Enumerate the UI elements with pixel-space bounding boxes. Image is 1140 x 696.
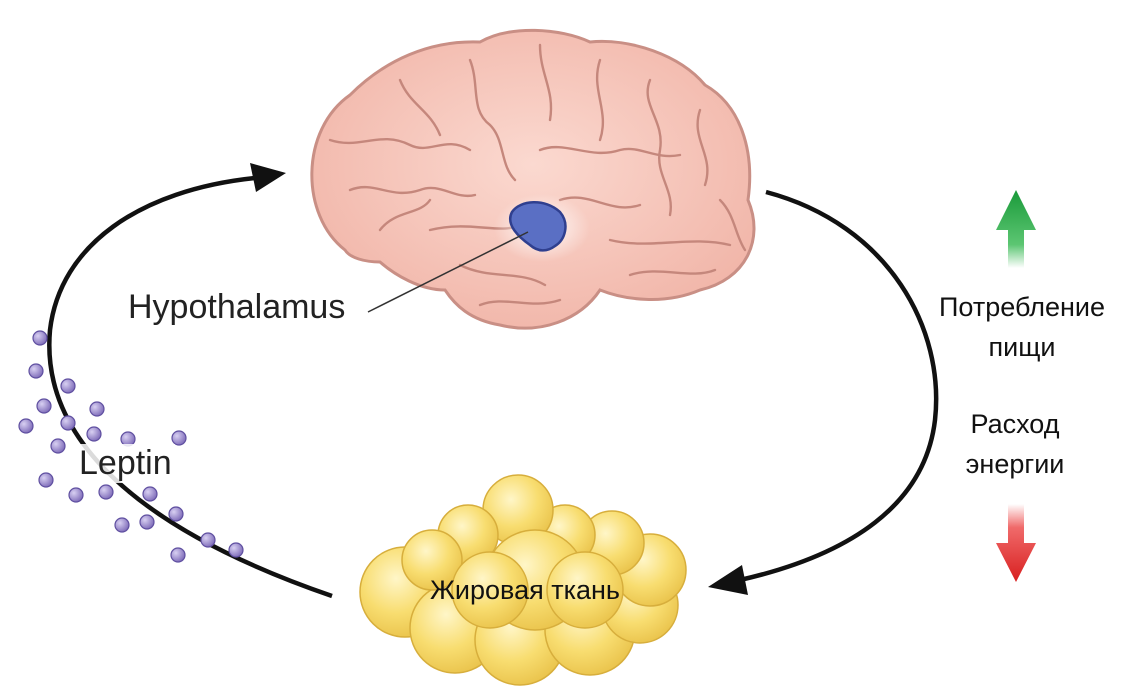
leptin-molecule-icon xyxy=(60,415,76,431)
leptin-molecule-icon xyxy=(170,547,186,563)
leptin-molecule-icon xyxy=(28,363,44,379)
hypothalamus-label: Hypothalamus xyxy=(128,288,346,326)
food-intake-line2: пищи xyxy=(988,332,1056,362)
leptin-molecule-icon xyxy=(32,330,48,346)
leptin-molecule-icon xyxy=(142,486,158,502)
fat-cells-icon xyxy=(359,474,687,686)
energy-expenditure-line2: энергии xyxy=(965,449,1065,479)
brain-icon xyxy=(310,28,756,330)
leptin-molecule-icon xyxy=(171,430,187,446)
hypothalamus-icon xyxy=(509,201,567,252)
arrowhead-up-icon xyxy=(250,163,286,192)
food-intake-line1: Потребление xyxy=(939,292,1105,322)
leptin-molecule-icon xyxy=(114,517,130,533)
brain-to-fat-arrow xyxy=(739,189,939,583)
leptin-molecule-icon xyxy=(200,532,216,548)
hypothalamus-pointer xyxy=(367,231,529,313)
leptin-molecule-icon xyxy=(38,472,54,488)
leptin-label: Leptin xyxy=(76,444,175,483)
leptin-molecule-icon xyxy=(168,506,184,522)
leptin-molecule-icon xyxy=(36,398,52,414)
leptin-molecule-icon xyxy=(68,487,84,503)
leptin-molecule-icon xyxy=(228,542,244,558)
leptin-molecule-icon xyxy=(86,426,102,442)
energy-expenditure-line1: Расход xyxy=(970,409,1060,439)
leptin-molecule-icon xyxy=(89,401,105,417)
leptin-molecule-icon xyxy=(50,438,66,454)
leptin-molecules xyxy=(18,330,244,563)
adipose-tissue-label: Жировая ткань xyxy=(430,575,620,605)
leptin-molecule-icon xyxy=(139,514,155,530)
leptin-molecule-icon xyxy=(18,418,34,434)
arrowhead-down-icon xyxy=(708,565,748,595)
cycle-arrows xyxy=(47,175,939,599)
up-arrow-icon xyxy=(996,190,1036,268)
down-arrow-icon xyxy=(996,504,1036,582)
energy-expenditure-label: Расход энергии xyxy=(925,404,1105,484)
leptin-to-brain-arrow xyxy=(47,175,333,599)
leptin-molecule-icon xyxy=(98,484,114,500)
leptin-molecule-icon xyxy=(60,378,76,394)
food-intake-label: Потребление пищи xyxy=(932,287,1112,367)
